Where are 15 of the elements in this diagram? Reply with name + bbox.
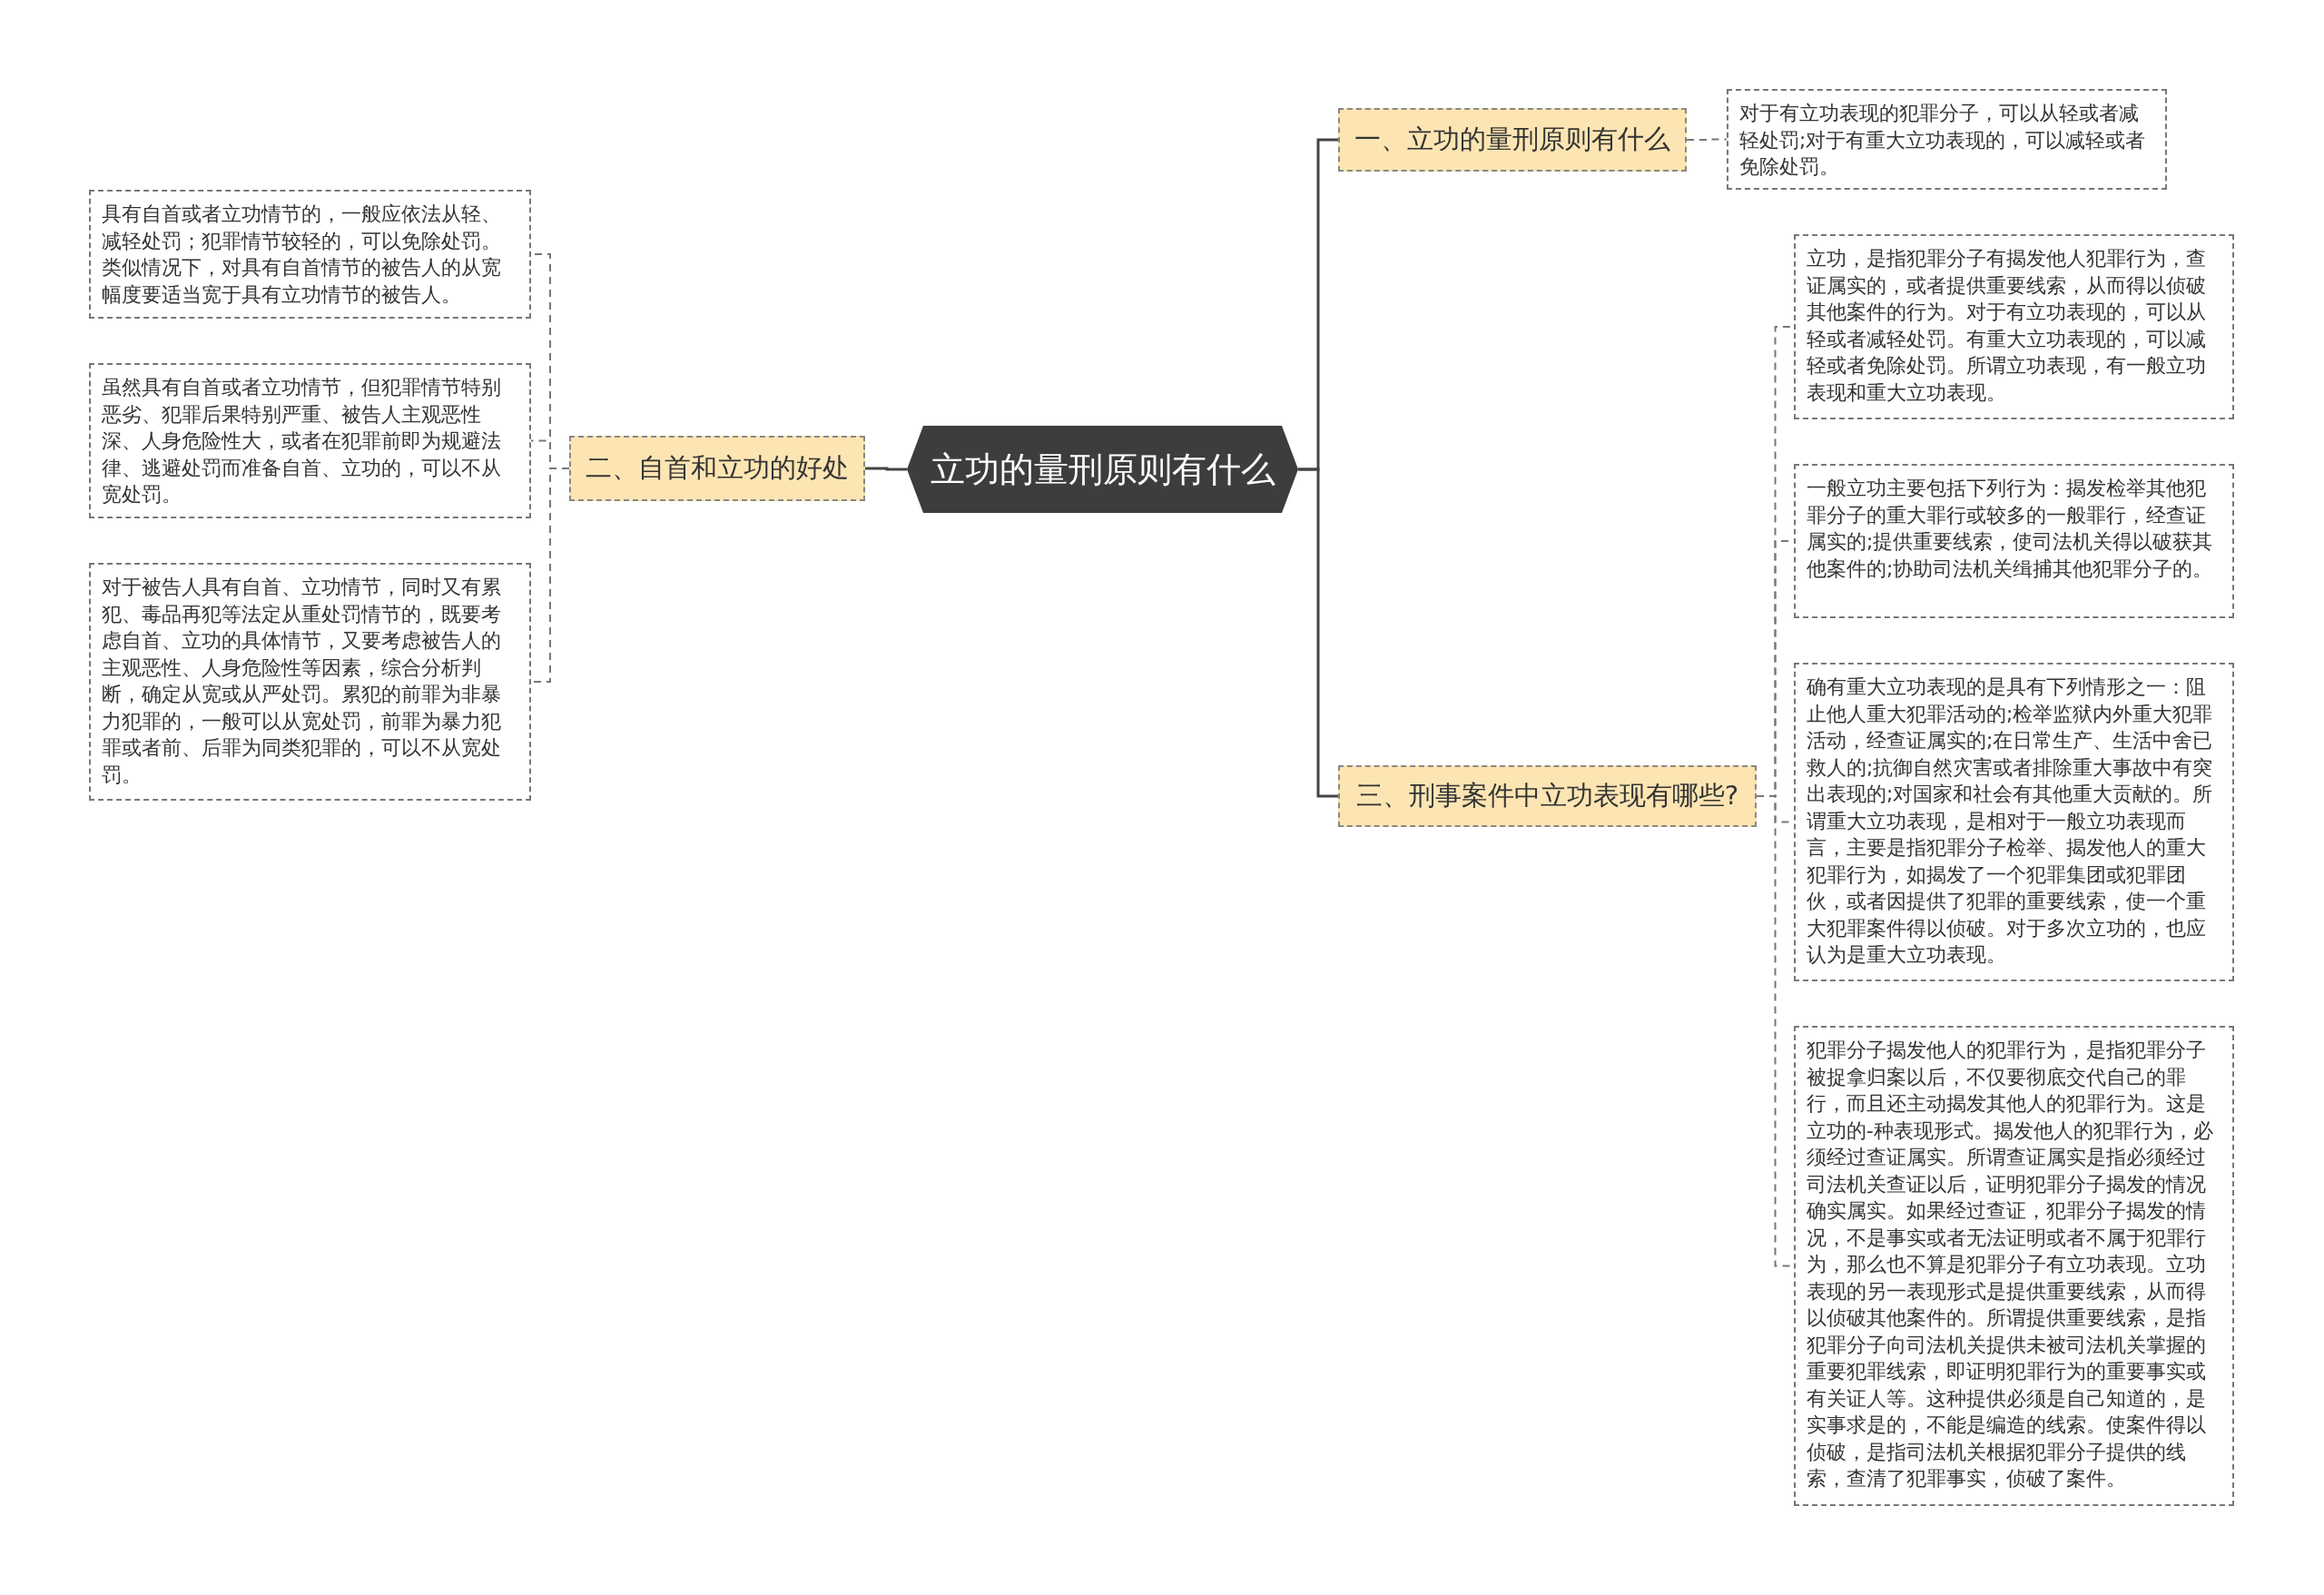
topic-box: 二、自首和立功的好处 [569, 436, 865, 501]
note-box: 对于有立功表现的犯罪分子，可以从轻或者减轻处罚;对于有重大立功表现的，可以减轻或者免除处罚。 [1727, 89, 2167, 190]
note-box: 一般立功主要包括下列行为：揭发检举其他犯罪分子的重大罪行或较多的一般罪行，经查证属实的;提供重要线索，使司法机关得以破获其他案件的;协助司法机关缉捕其他犯罪分子的。 [1794, 464, 2234, 618]
root-topic: 立功的量刑原则有什么 [907, 426, 1298, 513]
note-box: 确有重大立功表现的是具有下列情形之一：阻止他人重大犯罪活动的;检举监狱内外重大犯罪活动，经查证属实的;在日常生产、生活中舍已救人的;抗御自然灾害或者排除重大事故中有突出表现的;对国家和社会有其他重大贡献的。所谓重大立功表现，是相对于一般立功表现而言，主要是指犯罪分子检举、揭发他人的重大犯罪行为，如揭发了一个犯罪集团或犯罪团伙，或者因提供了犯罪的重要线索，使一个重大犯罪案件得以侦破。对于多次立功的，也应认为是重大立功表现。 [1794, 663, 2234, 981]
connector-line [865, 467, 907, 471]
note-box: 具有自首或者立功情节的，一般应依法从轻、减轻处罚；犯罪情节较轻的，可以免除处罚。类似情况下，对具有自首情节的被告人的从宽幅度要适当宽于具有立功情节的被告人。 [89, 190, 531, 319]
note-box: 立功，是指犯罪分子有揭发他人犯罪行为，查证属实的，或者提供重要线索，从而得以侦破其他案件的行为。对于有立功表现的，可以从轻或者减轻处罚。有重大立功表现的，可以减轻或者免除处罚。所谓立功表现，有一般立功表现和重大立功表现。 [1794, 234, 2234, 419]
connector-line [1686, 138, 1728, 141]
topic-box: 一、立功的量刑原则有什么 [1338, 108, 1687, 172]
note-box: 虽然具有自首或者立功情节，但犯罪情节特别恶劣、犯罪后果特别严重、被告人主观恶性深、人身危险性大，或者在犯罪前即为规避法律、逃避处罚而准备自首、立功的，可以不从宽处罚。 [89, 363, 531, 518]
connector-line [1298, 468, 1338, 798]
topic-box: 三、刑事案件中立功表现有哪些? [1338, 765, 1757, 827]
note-box: 犯罪分子揭发他人的犯罪行为，是指犯罪分子被捉拿归案以后，不仅要彻底交代自己的罪行，而且还主动揭发其他人的犯罪行为。这是立功的-种表现形式。揭发他人的犯罪行为，必须经过查证属实。所谓查证属实是指必须经过司法机关查证以后，证明犯罪分子揭发的情况确实属实。如果经过查证，犯罪分子揭发的情况，不是事实或者无法证明或者不属于犯罪行为，那么也不算是犯罪分子有立功表现。立功表现的另一表现形式是提供重要线索，从而得以侦破其他案件的。所谓提供重要线索，是指犯罪分子向司法机关提供未被司法机关掌握的重要犯罪线索，即证明犯罪行为的重要事实或有关证人等。这种提供必须是自己知道的，是实事求是的，不能是编造的线索。使案件得以侦破，是指司法机关根据犯罪分子提供的线索，查清了犯罪事实，侦破了案件。 [1794, 1026, 2234, 1506]
note-box: 对于被告人具有自首、立功情节，同时又有累犯、毒品再犯等法定从重处罚情节的，既要考虑自首、立功的具体情节，又要考虑被告人的主观恶性、人身危险性等因素，综合分析判断，确定从宽或从严处罚。累犯的前罪为非暴力犯罪的，一般可以从宽处罚，前罪为暴力犯罪或者前、后罪为同类犯罪的，可以不从宽处罚。 [89, 563, 531, 801]
